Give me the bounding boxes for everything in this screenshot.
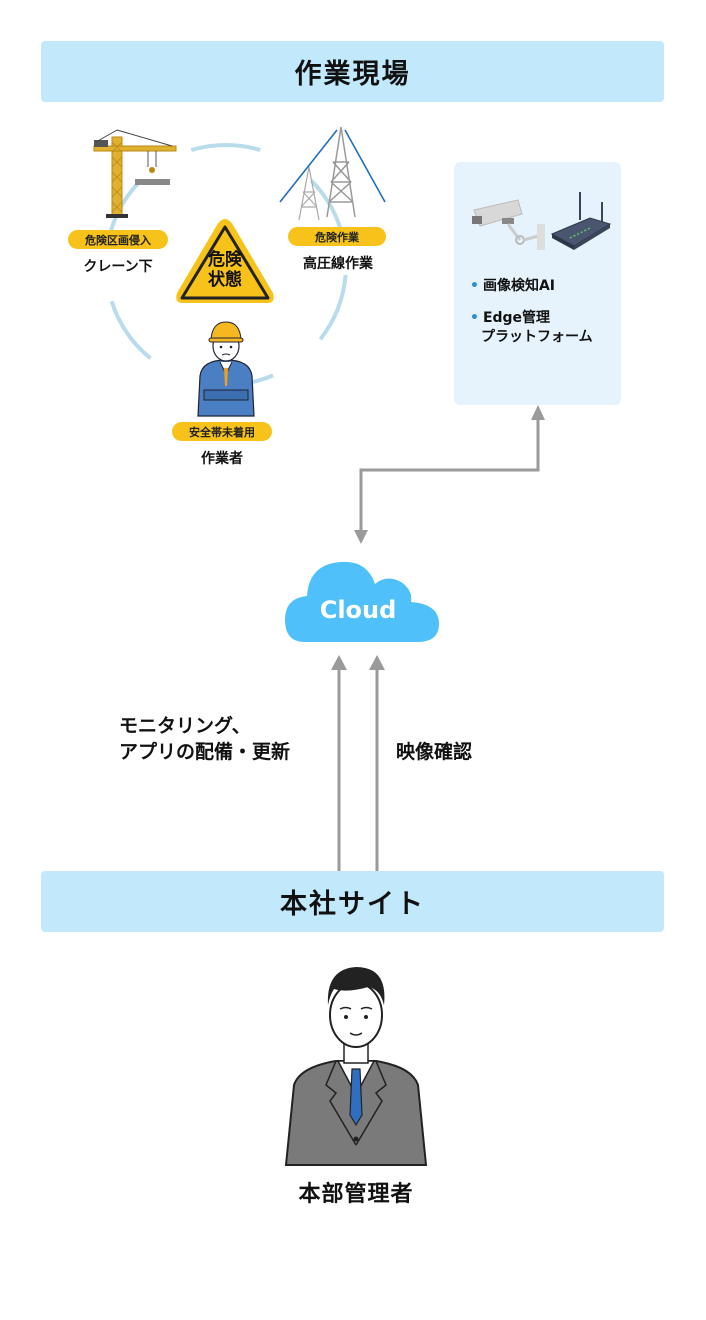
video-arrowhead [369,655,385,670]
cloud-icon [285,561,439,642]
power-tower-icon [279,126,386,221]
monitoring-label: モニタリング、 アプリの配備・更新 [119,713,290,765]
warning-line-1: 危険 [208,250,242,270]
monitoring-label-line-2: アプリの配備・更新 [119,741,291,763]
cloud-label: Cloud [319,596,397,624]
crane-icon [93,129,177,218]
edge-item-text: 画像検知AI [482,278,555,294]
router-icon [550,192,612,250]
hazard-label-worker: 作業者 [201,451,243,467]
hq-person-label: 本部管理者 [298,1182,414,1207]
monitoring-arrowhead [331,655,347,670]
monitoring-label-line-1: モニタリング、 [119,715,251,737]
site-banner: 作業現場 [41,41,664,102]
warning-sign-text: 危険 状態 [190,250,260,290]
arrow-up-to-edge [531,405,545,420]
video-check-label: 映像確認 [396,741,473,763]
edge-device-panel [454,162,621,405]
edge-item-platform: •Edge管理 プラットフォーム [470,309,593,347]
security-camera-icon [472,199,545,250]
arrow-down-to-cloud [354,530,368,544]
hq-banner: 本社サイト [41,871,664,932]
hazard-tag-text: 危険区画侵入 [85,233,151,247]
edge-item-text: Edge管理 [482,310,551,326]
warning-sign-icon [176,219,274,303]
edge-item-ai: •画像検知AI [470,277,555,296]
hazard-label-crane: クレーン下 [83,259,153,275]
hazard-tag-worker: 安全帯未着用 [172,422,272,441]
hazard-tag-text: 安全帯未着用 [189,425,255,439]
hazard-label-powerline: 高圧線作業 [303,256,373,272]
bullet-icon: • [470,278,479,294]
hazard-tag-crane: 危険区画侵入 [68,230,168,249]
worker-icon [197,321,255,417]
businessman-icon [284,967,428,1166]
hazard-tag-powerline: 危険作業 [288,227,386,246]
hq-title: 本社サイト [280,889,425,920]
edge-item-text-cont: プラットフォーム [481,329,593,345]
warning-line-2: 状態 [208,270,242,290]
site-title: 作業現場 [294,59,411,90]
hazard-tag-text: 危険作業 [315,230,359,244]
bullet-icon: • [470,310,479,326]
